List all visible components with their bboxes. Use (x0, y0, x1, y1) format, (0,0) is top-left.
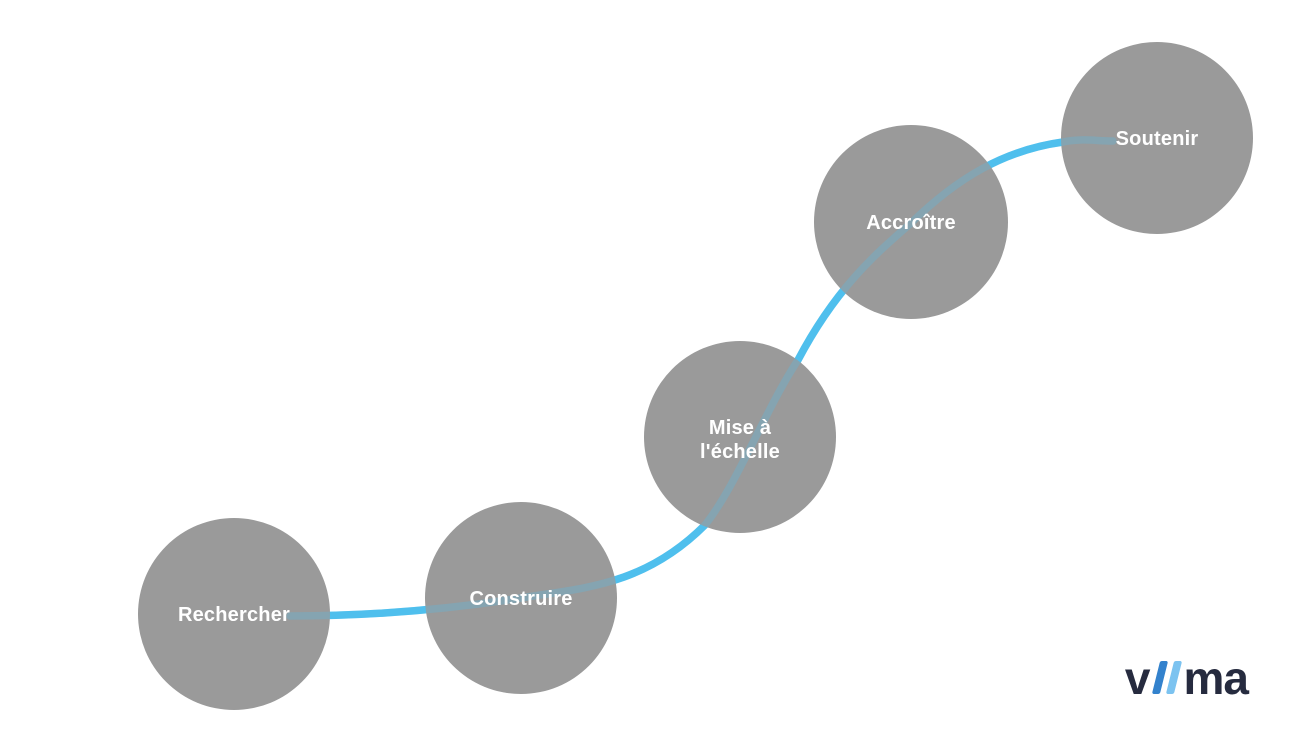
viima-logo: v ma (1124, 652, 1249, 704)
stage-circle-rechercher (138, 518, 330, 710)
stage-label-accroitre: Accroître (866, 212, 956, 234)
logo-slash-light-icon (1165, 661, 1182, 694)
logo-slash-dark-icon (1151, 661, 1168, 694)
stage-label-soutenir: Soutenir (1116, 128, 1199, 150)
stage-circle-mise-a-l-echelle (644, 341, 836, 533)
stage-circle-accroitre (814, 125, 1008, 319)
stage-label-construire: Construire (469, 588, 572, 610)
logo-letter-v: v (1124, 652, 1151, 704)
stage-circle-construire (425, 502, 617, 694)
connector-path-overlay (286, 136, 1117, 620)
stage-label-rechercher: Rechercher (178, 604, 290, 626)
stage-circle-soutenir (1061, 42, 1253, 234)
logo-letters-ma: ma (1183, 652, 1249, 704)
